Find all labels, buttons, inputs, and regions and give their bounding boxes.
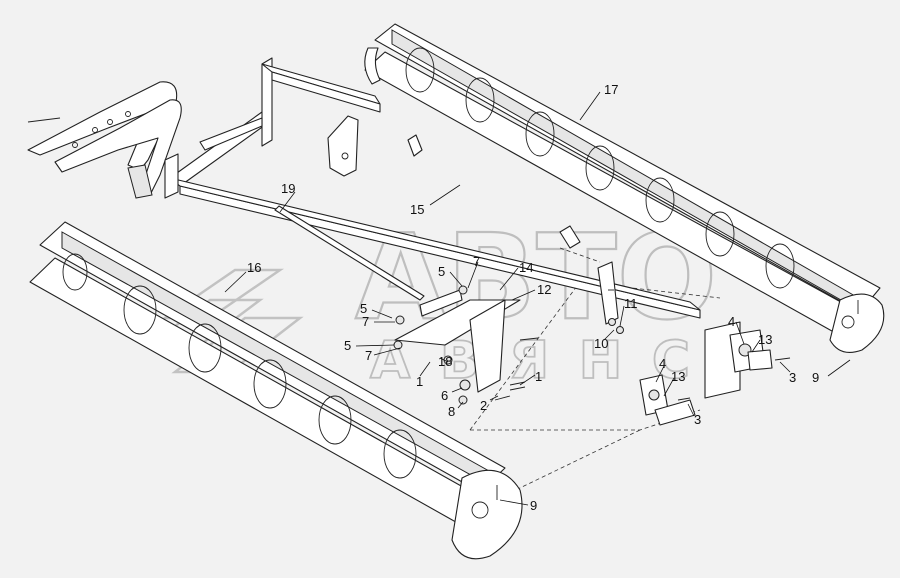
callout-labels: 17 15 19 16 5 7 14 12 5 7 5 7 18 1 1 6 8… — [247, 82, 819, 513]
bearing-hardware-left — [393, 285, 539, 405]
callout-13a: 13 — [758, 332, 772, 347]
callout-14: 14 — [519, 260, 533, 275]
callout-4b: 4 — [659, 356, 666, 371]
callout-9a: 9 — [812, 370, 819, 385]
callout-5c: 5 — [344, 338, 351, 353]
callout-12: 12 — [537, 282, 551, 297]
callout-10: 10 — [594, 336, 608, 351]
callout-3b: 3 — [694, 412, 701, 427]
callout-2: 2 — [480, 398, 487, 413]
callout-1a: 1 — [416, 374, 423, 389]
main-frame — [164, 57, 701, 325]
callout-16: 16 — [247, 260, 261, 275]
leader-lines — [224, 91, 851, 506]
bearing-hardware-right — [608, 318, 791, 426]
link-rod — [274, 205, 425, 301]
callout-1b: 1 — [535, 369, 542, 384]
callout-17: 17 — [604, 82, 618, 97]
callout-7a: 7 — [473, 254, 480, 269]
callout-5b: 5 — [360, 301, 367, 316]
callout-5a: 5 — [438, 264, 445, 279]
callout-4a: 4 — [728, 314, 735, 329]
callout-18: 18 — [438, 354, 452, 369]
callout-19: 19 — [281, 181, 295, 196]
callout-3a: 3 — [789, 370, 796, 385]
rear-roller — [364, 23, 885, 353]
callout-6: 6 — [441, 388, 448, 403]
callout-9b: 9 — [530, 498, 537, 513]
callout-7c: 7 — [365, 348, 372, 363]
callout-11: 11 — [624, 296, 638, 311]
hitch-bracket — [27, 81, 182, 199]
callout-15: 15 — [410, 202, 424, 217]
front-roller — [29, 221, 523, 560]
callout-13b: 13 — [671, 369, 685, 384]
callout-7b: 7 — [362, 314, 369, 329]
callout-8: 8 — [448, 404, 455, 419]
